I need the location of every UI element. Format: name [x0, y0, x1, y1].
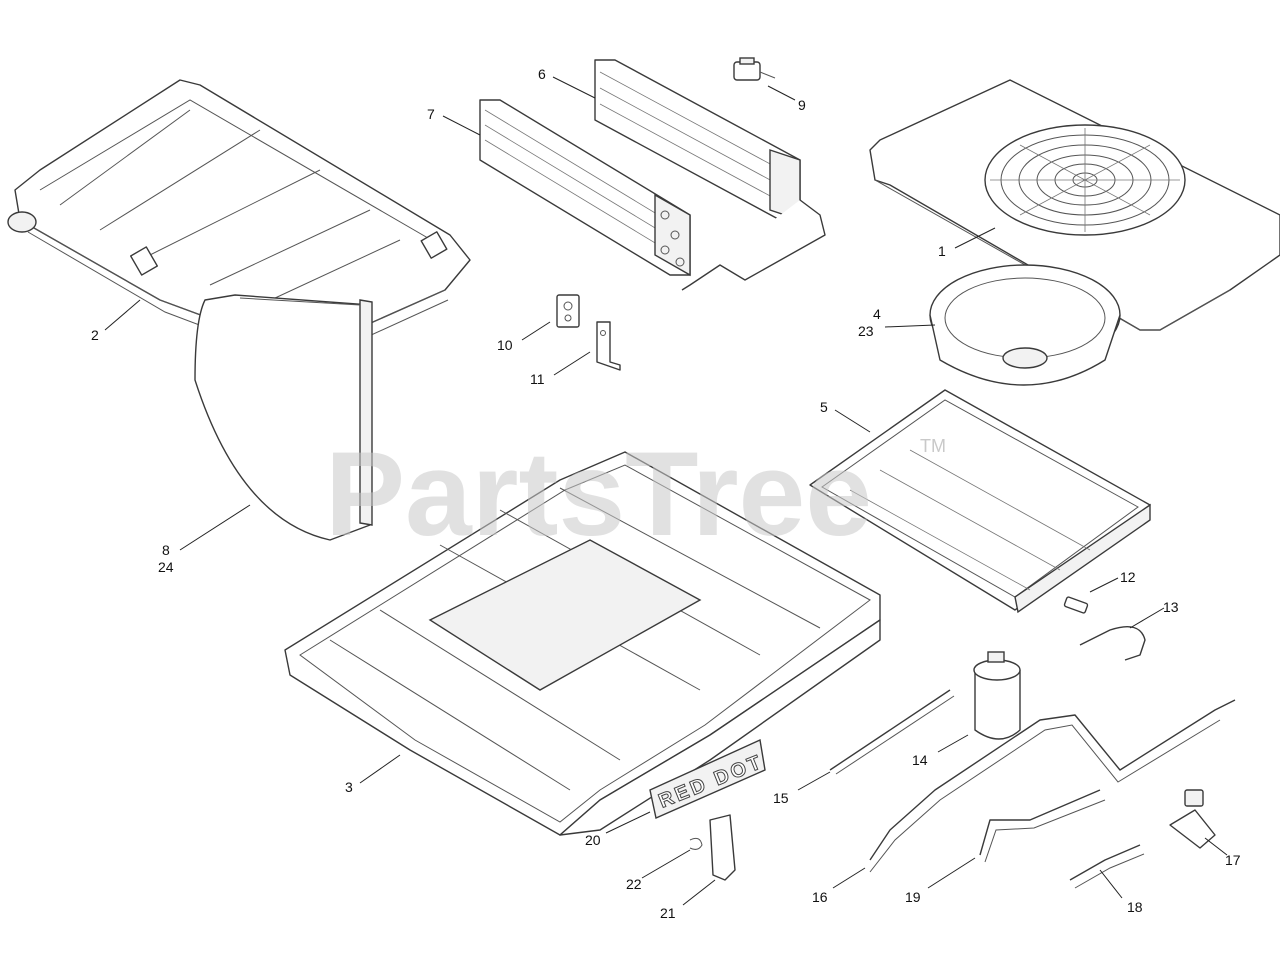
part-valve-17[interactable]	[1169, 789, 1216, 849]
callout-17[interactable]: 17	[1225, 852, 1241, 868]
part-elbow-18[interactable]	[1069, 844, 1145, 889]
callout-7[interactable]: 7	[427, 106, 435, 122]
part-fitting-12[interactable]	[1063, 596, 1089, 614]
part-filter[interactable]	[194, 294, 373, 541]
part-hose-19[interactable]	[979, 789, 1106, 863]
callout-11[interactable]: 11	[530, 371, 545, 387]
callout-9[interactable]: 9	[798, 97, 806, 113]
callout-3[interactable]: 3	[345, 779, 353, 795]
part-line-15[interactable]	[829, 689, 955, 775]
part-receiver-drier[interactable]	[973, 651, 1021, 740]
part-fan-shroud[interactable]	[869, 79, 1280, 331]
part-base-tray[interactable]	[284, 451, 881, 836]
callout-13[interactable]: 13	[1163, 599, 1179, 615]
callout-5[interactable]: 5	[820, 399, 828, 415]
callout-20[interactable]: 20	[585, 832, 601, 848]
watermark-trademark: TM	[920, 436, 946, 456]
part-hose-13[interactable]	[1079, 626, 1146, 661]
callout-10[interactable]: 10	[497, 337, 513, 353]
part-latch[interactable]	[709, 814, 736, 881]
callout-2[interactable]: 2	[91, 327, 99, 343]
callout-24[interactable]: 24	[158, 559, 174, 575]
callout-21[interactable]: 21	[660, 905, 676, 921]
callout-1[interactable]: 1	[938, 243, 946, 259]
part-fan-bowl[interactable]	[929, 264, 1121, 386]
callout-19[interactable]: 19	[905, 889, 921, 905]
part-condenser-panel[interactable]	[809, 389, 1151, 614]
callout-14[interactable]: 14	[912, 752, 928, 768]
callout-6[interactable]: 6	[538, 66, 546, 82]
part-clip[interactable]	[689, 837, 703, 850]
callout-22[interactable]: 22	[626, 876, 642, 892]
watermark-text: PartsTree	[325, 427, 872, 561]
leader-lines	[104, 76, 1228, 906]
part-bracket[interactable]	[596, 321, 621, 371]
callout-4[interactable]: 4	[873, 306, 881, 322]
callout-15[interactable]: 15	[773, 790, 789, 806]
part-coil-front[interactable]	[479, 99, 691, 277]
callout-8[interactable]: 8	[162, 542, 170, 558]
part-tube-16[interactable]	[869, 699, 1236, 873]
callout-18[interactable]: 18	[1127, 899, 1143, 915]
part-coil-back[interactable]	[594, 59, 826, 291]
callout-23[interactable]: 23	[858, 323, 874, 339]
callout-12[interactable]: 12	[1120, 569, 1136, 585]
part-expansion-valve[interactable]	[556, 294, 580, 328]
callout-16[interactable]: 16	[812, 889, 828, 905]
part-valve-block[interactable]	[733, 57, 776, 81]
